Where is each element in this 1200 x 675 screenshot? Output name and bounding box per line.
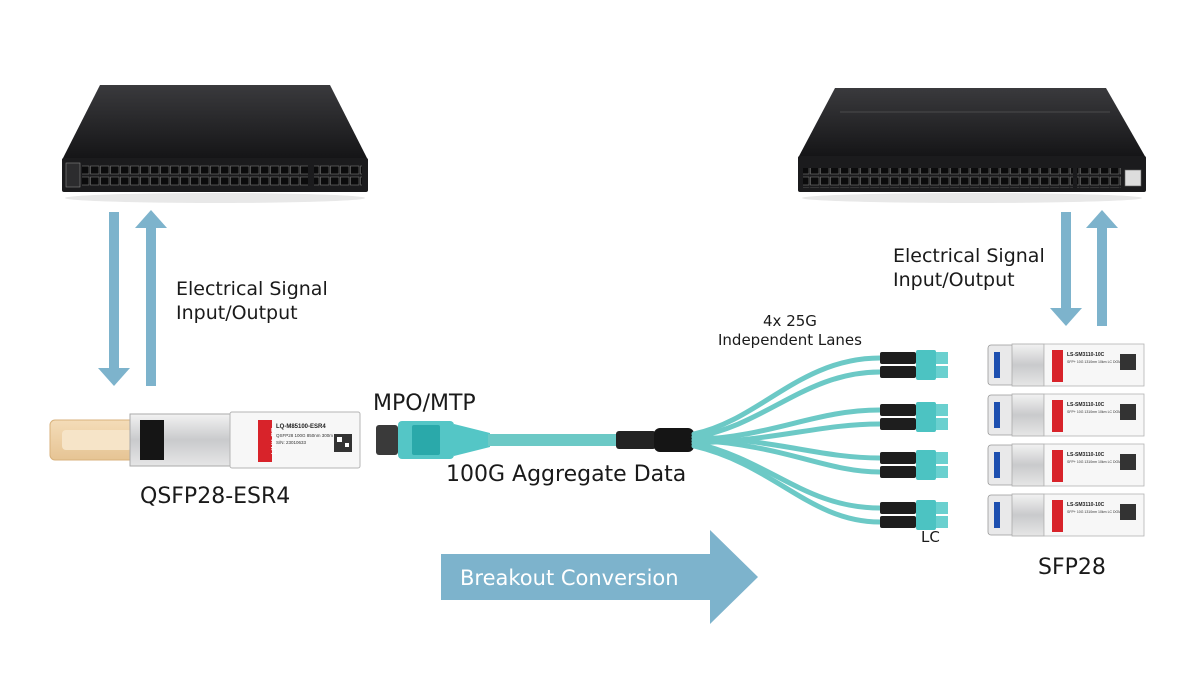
sfp28-label: SFP28: [1038, 555, 1106, 580]
aggregate-data-label: 100G Aggregate Data: [446, 462, 687, 487]
fanout-1b: [691, 369, 883, 440]
sfp-1-part: LS-SM3110-10C: [1067, 352, 1105, 358]
electrical-signal-label-right: Electrical Signal Input/Output: [893, 244, 1045, 292]
electrical-right-line2: Input/Output: [893, 269, 1015, 291]
lanes-line2: Independent Lanes: [718, 331, 862, 349]
left-switch: [62, 85, 368, 203]
left-signal-arrows: [98, 210, 167, 386]
lc-connectors: [880, 350, 948, 530]
qsfp28-module: LINK-PP LQ-M85100-ESR4 QSFP28 100G 850nm…: [49, 411, 361, 469]
electrical-signal-label-left: Electrical Signal Input/Output: [176, 277, 328, 325]
electrical-left-line2: Input/Output: [176, 302, 298, 324]
trunk-cable: [488, 428, 694, 452]
sfp-module-4: LS-SM3110-10C SFP+ 10G 1310nm 10km LC DO…: [987, 493, 1145, 537]
sfp-1-desc: SFP+ 10G 1310nm 10km LC DOM: [1067, 360, 1121, 364]
fanout-cables: [691, 355, 883, 525]
sfp-module-2: LS-SM3110-10C SFP+ 10G 1310nm 10km LC DO…: [987, 393, 1145, 437]
qsfp-description: QSFP28 100G 850nm 300m: [276, 433, 333, 438]
breakout-conversion-label: Breakout Conversion: [460, 566, 679, 590]
sfp-module-3: LS-SM3110-10C SFP+ 10G 1310nm 10km LC DO…: [987, 443, 1145, 487]
qsfp-serial: S/N: 23010633: [276, 440, 307, 445]
lanes-line1: 4x 25G: [763, 312, 817, 330]
arrow-up-left: [135, 210, 167, 386]
arrow-down-right: [1050, 212, 1082, 326]
sfp28-modules: LS-SM3110-10C SFP+ 10G 1310nm 10km LC DO…: [987, 343, 1145, 537]
sfp-2-part: LS-SM3110-10C: [1067, 402, 1105, 408]
lc-label: LC: [921, 528, 940, 546]
sfp-3-part: LS-SM3110-10C: [1067, 452, 1105, 458]
right-signal-arrows: [1050, 210, 1118, 326]
sfp-module-1: LS-SM3110-10C SFP+ 10G 1310nm 10km LC DO…: [987, 343, 1145, 387]
electrical-right-line1: Electrical Signal: [893, 245, 1045, 267]
lc-connector-4: [880, 500, 948, 530]
electrical-left-line1: Electrical Signal: [176, 278, 328, 300]
lc-connector-1: [880, 350, 948, 380]
qsfp-brand: LINK-PP: [271, 427, 278, 455]
sfp-2-desc: SFP+ 10G 1310nm 10km LC DOM: [1067, 410, 1121, 414]
fanout-4a: [691, 440, 883, 511]
fanout-3a: [691, 434, 883, 461]
lc-connector-2: [880, 402, 948, 432]
mpo-connector: [376, 421, 490, 459]
fanout-4b: [691, 443, 883, 525]
lc-connector-3: [880, 450, 948, 480]
mpo-mtp-label: MPO/MTP: [373, 391, 476, 416]
arrow-down-left: [98, 212, 130, 386]
arrow-up-right: [1086, 210, 1118, 326]
sfp-4-part: LS-SM3110-10C: [1067, 502, 1105, 508]
sfp-3-desc: SFP+ 10G 1310nm 10km LC DOM: [1067, 460, 1121, 464]
sfp-4-desc: SFP+ 10G 1310nm 10km LC DOM: [1067, 510, 1121, 514]
qsfp-part-number: LQ-M85100-ESR4: [276, 424, 326, 430]
qsfp28-label: QSFP28-ESR4: [140, 484, 291, 509]
fanout-3b: [691, 437, 883, 475]
breakout-arrow: [441, 530, 758, 624]
fanout-1a: [691, 355, 883, 437]
right-switch: [798, 88, 1146, 203]
independent-lanes-label: 4x 25G Independent Lanes: [718, 312, 862, 350]
